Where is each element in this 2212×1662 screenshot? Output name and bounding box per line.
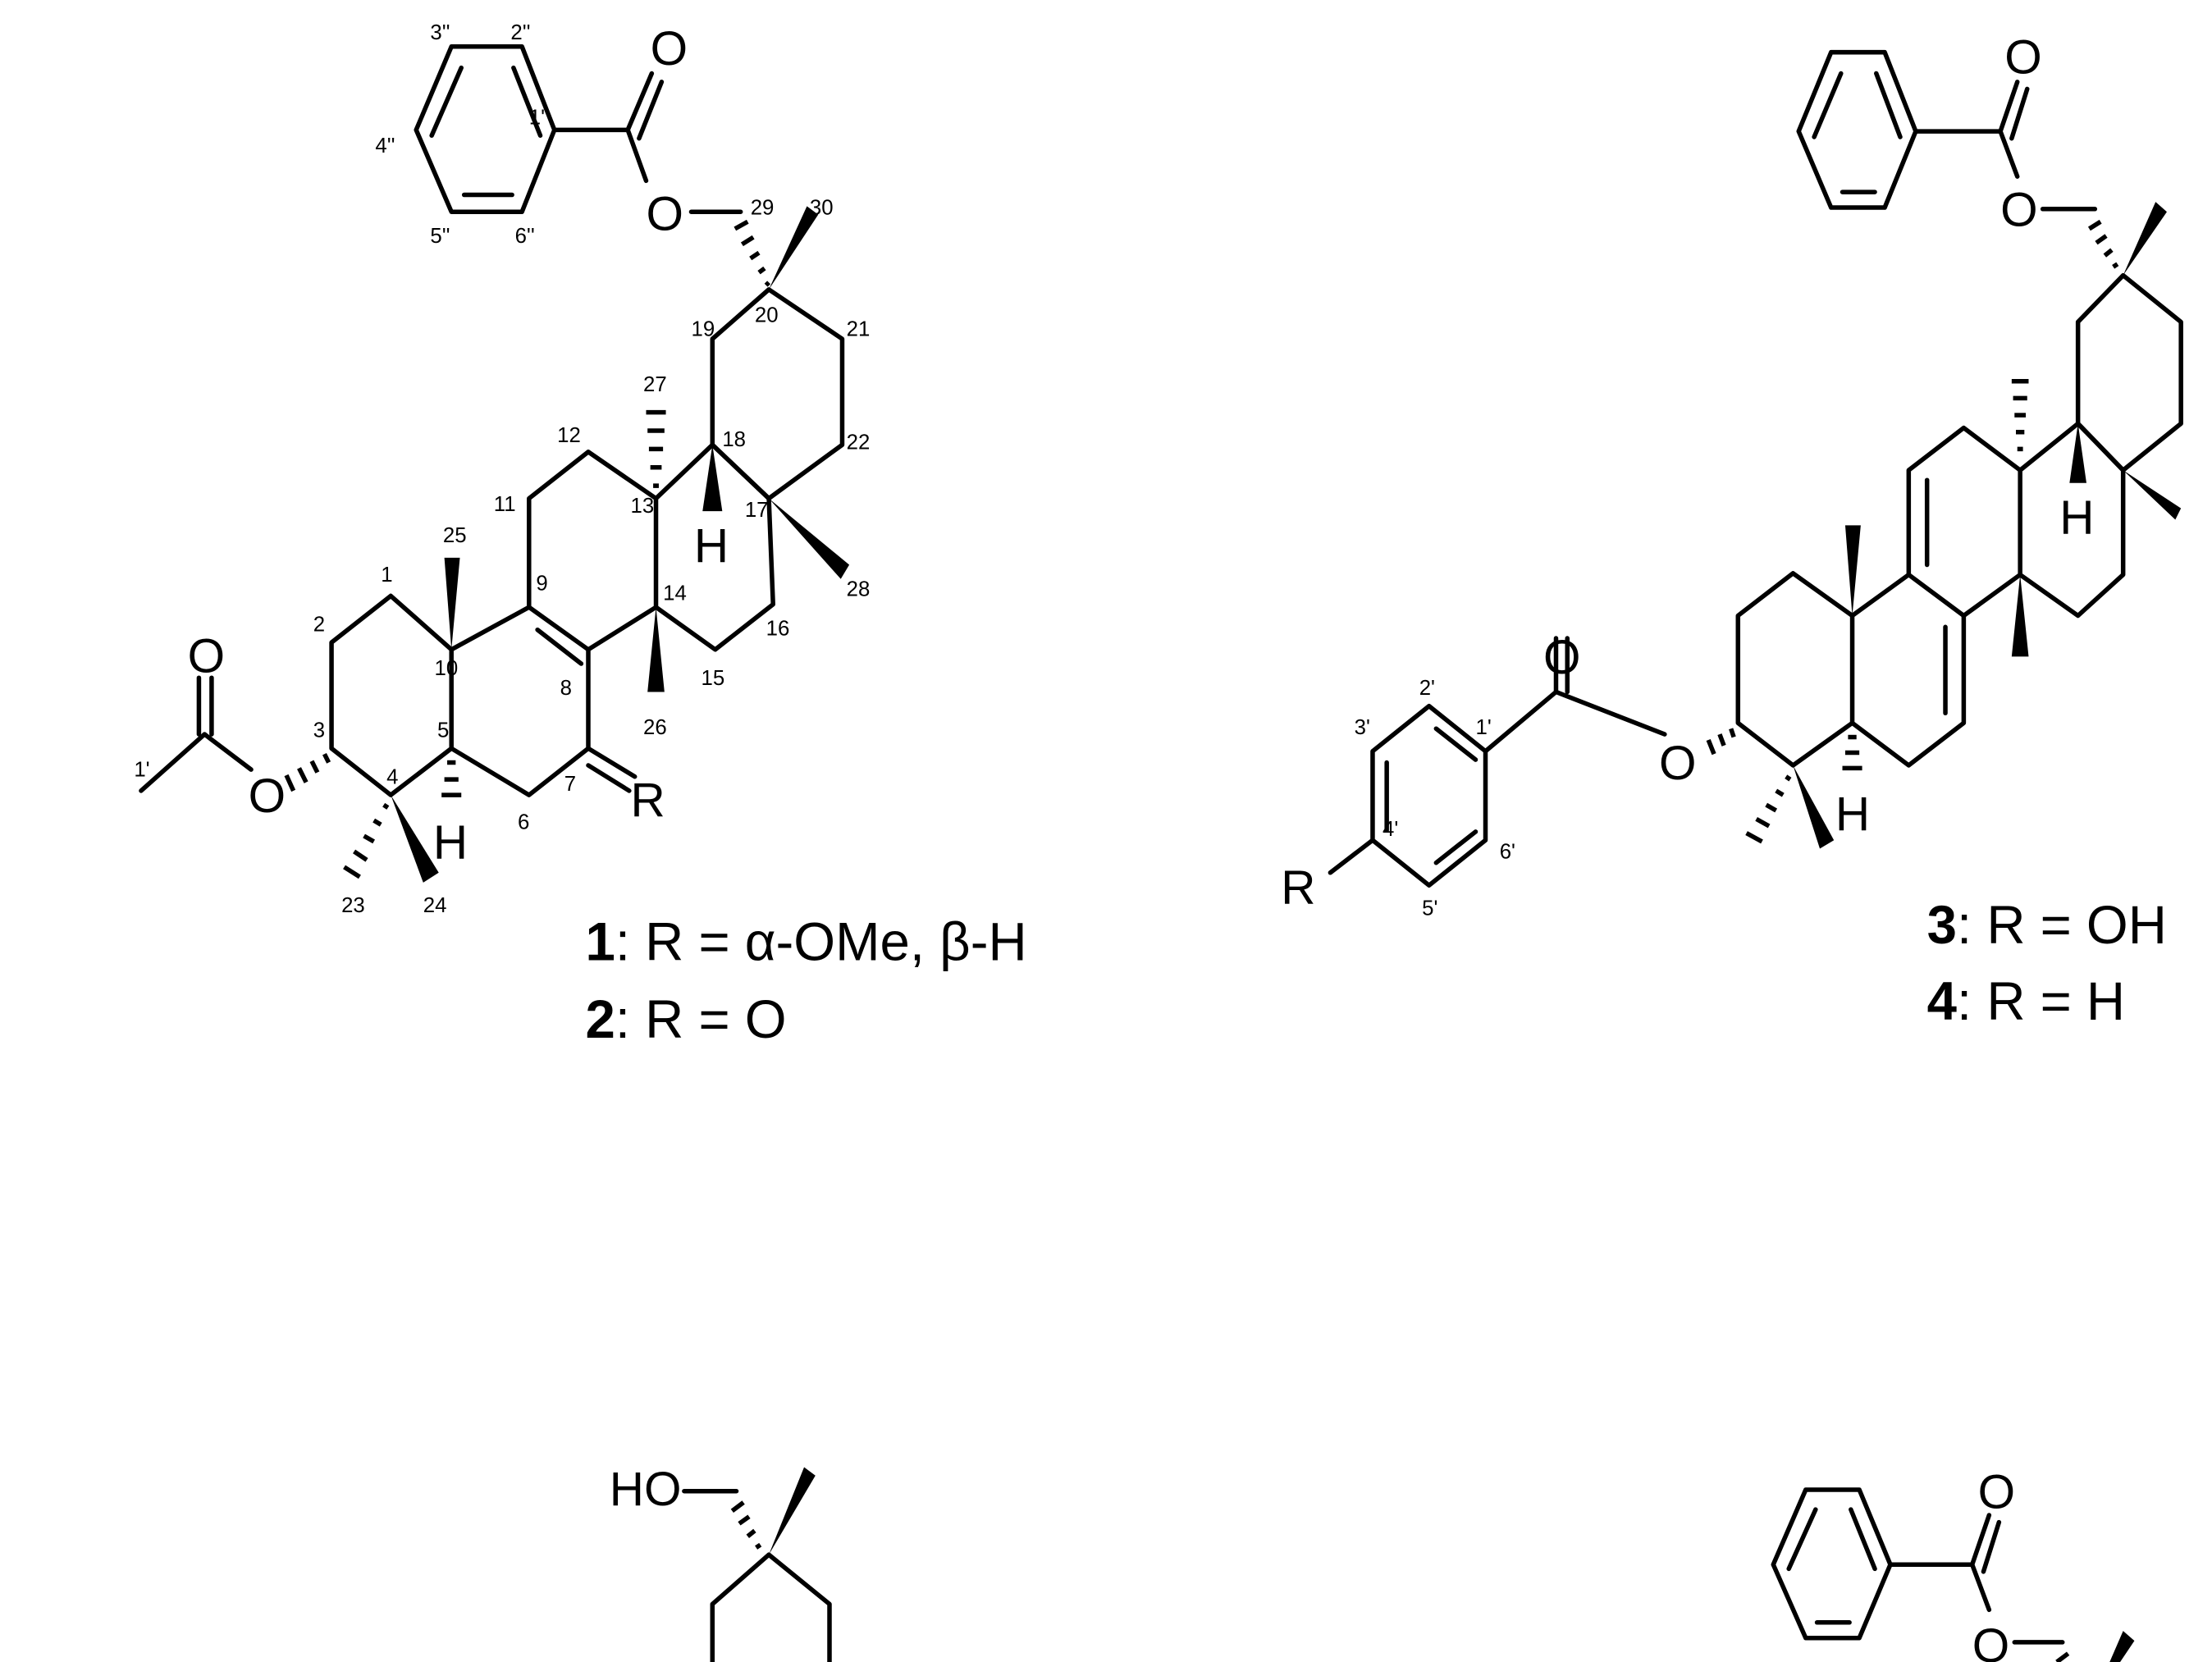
compound-5-structure: HO H H (610, 1463, 832, 1662)
h5-atom: H (433, 816, 468, 870)
svg-text:1: 1 (381, 564, 392, 587)
svg-text:O: O (1978, 1465, 2015, 1518)
svg-text:24: 24 (423, 894, 447, 917)
svg-text:10: 10 (435, 657, 459, 680)
svg-text:13: 13 (631, 495, 655, 518)
svg-text:O: O (1972, 1619, 2009, 1662)
svg-text:O: O (2000, 183, 2037, 236)
svg-text:17: 17 (745, 499, 769, 522)
svg-text:1'': 1'' (529, 106, 549, 129)
svg-text:1': 1' (1475, 716, 1491, 739)
svg-text:6'': 6'' (515, 225, 535, 248)
svg-text:3': 3' (1355, 716, 1370, 739)
compound-3-caption: 3: R = OH (1927, 895, 2167, 955)
svg-text:R: R (1281, 861, 1315, 915)
svg-text:18: 18 (722, 428, 746, 451)
svg-text:19: 19 (692, 318, 715, 341)
compound-4-caption: 4: R = H (1927, 971, 2125, 1031)
svg-text:14: 14 (663, 582, 687, 605)
svg-text:26: 26 (643, 716, 667, 739)
acetate-carbonyl-oxygen: O (188, 629, 225, 683)
svg-text:3'': 3'' (430, 21, 450, 44)
hash-bond-c3-o (284, 752, 331, 792)
svg-text:11: 11 (494, 493, 516, 516)
svg-text:15: 15 (702, 667, 725, 690)
svg-text:2: 2 (313, 613, 325, 636)
svg-text:6: 6 (518, 810, 529, 833)
svg-text:12: 12 (557, 424, 581, 447)
svg-text:27: 27 (643, 373, 667, 396)
svg-text:HO: HO (610, 1463, 682, 1516)
svg-text:23: 23 (341, 894, 365, 917)
svg-text:4': 4' (1382, 818, 1398, 841)
svg-text:30: 30 (810, 197, 834, 220)
svg-text:16: 16 (766, 618, 790, 641)
svg-text:5': 5' (1422, 897, 1437, 920)
svg-text:6': 6' (1500, 841, 1515, 864)
svg-text:5'': 5'' (430, 225, 450, 248)
svg-text:1': 1' (134, 759, 149, 782)
svg-text:22: 22 (847, 431, 871, 454)
svg-text:4: 4 (386, 765, 398, 788)
acetate-oxygen: O (249, 769, 286, 823)
svg-text:5: 5 (437, 719, 449, 742)
svg-text:4'': 4'' (375, 135, 395, 158)
h18-atom: H (694, 519, 729, 573)
atom-numbering-3: 1' 2' 3' 4' 5' 6' (1355, 677, 1515, 920)
ester-oxygen: O (646, 188, 683, 241)
svg-text:7: 7 (564, 773, 576, 796)
hash-bond-h5 (441, 760, 462, 797)
svg-text:H: H (1835, 788, 1870, 841)
atom-numbering-1: 1 2 3 4 5 6 7 8 9 10 11 12 13 14 15 16 1… (134, 21, 870, 917)
compound-1-2-structure: O O R (134, 21, 1026, 1049)
hash-bond-c27 (646, 409, 666, 488)
svg-text:O: O (1659, 737, 1696, 790)
svg-text:3: 3 (313, 719, 325, 742)
r-substituent: R (631, 774, 665, 827)
compound-6-structure: O O H (1771, 1465, 2135, 1662)
svg-text:21: 21 (847, 318, 871, 341)
compound-1-caption: 1: R = α-OMe, β-H (586, 911, 1027, 971)
svg-text:2'': 2'' (510, 21, 530, 44)
compound-2-caption: 2: R = O (586, 989, 787, 1049)
svg-text:25: 25 (443, 524, 467, 547)
carbonyl-oxygen: O (651, 22, 688, 75)
svg-text:O: O (2004, 30, 2041, 84)
svg-text:28: 28 (847, 578, 871, 600)
svg-text:8: 8 (560, 677, 572, 700)
svg-text:2': 2' (1419, 677, 1435, 700)
svg-text:20: 20 (755, 304, 779, 326)
hash-bond-c23 (343, 802, 390, 879)
svg-text:9: 9 (536, 573, 547, 596)
svg-text:29: 29 (751, 197, 775, 220)
compound-3-4-structure: O O H (1281, 30, 2183, 1031)
svg-text:O: O (1543, 631, 1580, 684)
svg-text:H: H (2059, 491, 2094, 545)
hash-bond-c29 (734, 219, 771, 287)
